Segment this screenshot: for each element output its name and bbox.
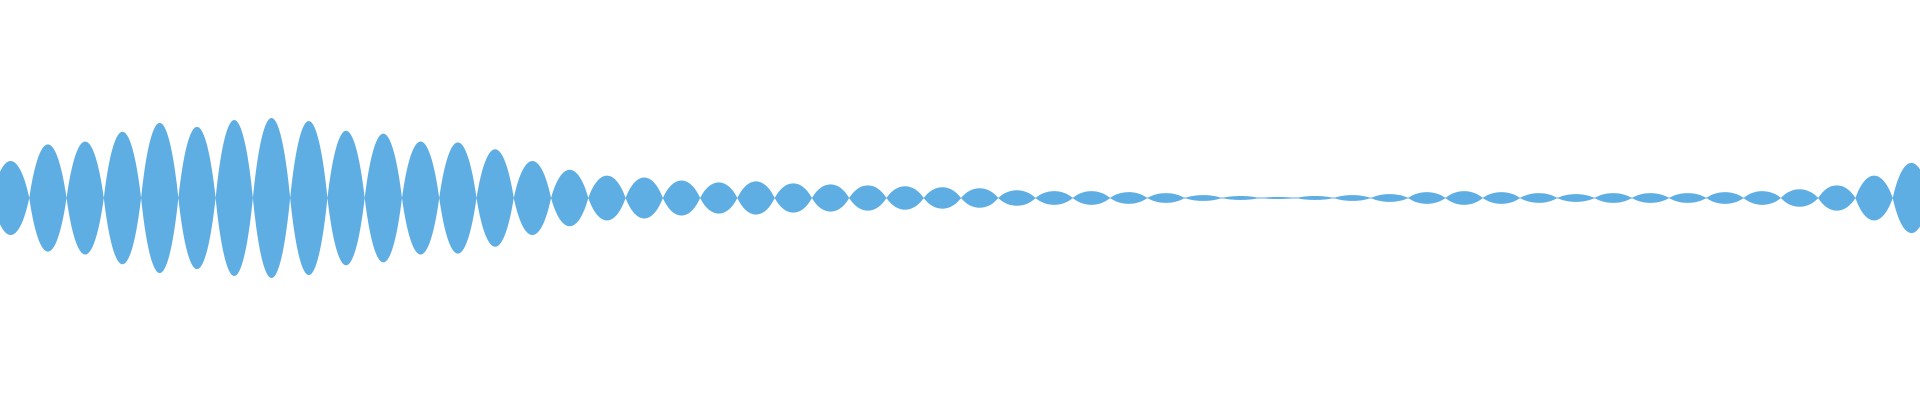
waveform-lobes bbox=[0, 118, 1920, 278]
waveform-center-line bbox=[0, 197, 1920, 199]
